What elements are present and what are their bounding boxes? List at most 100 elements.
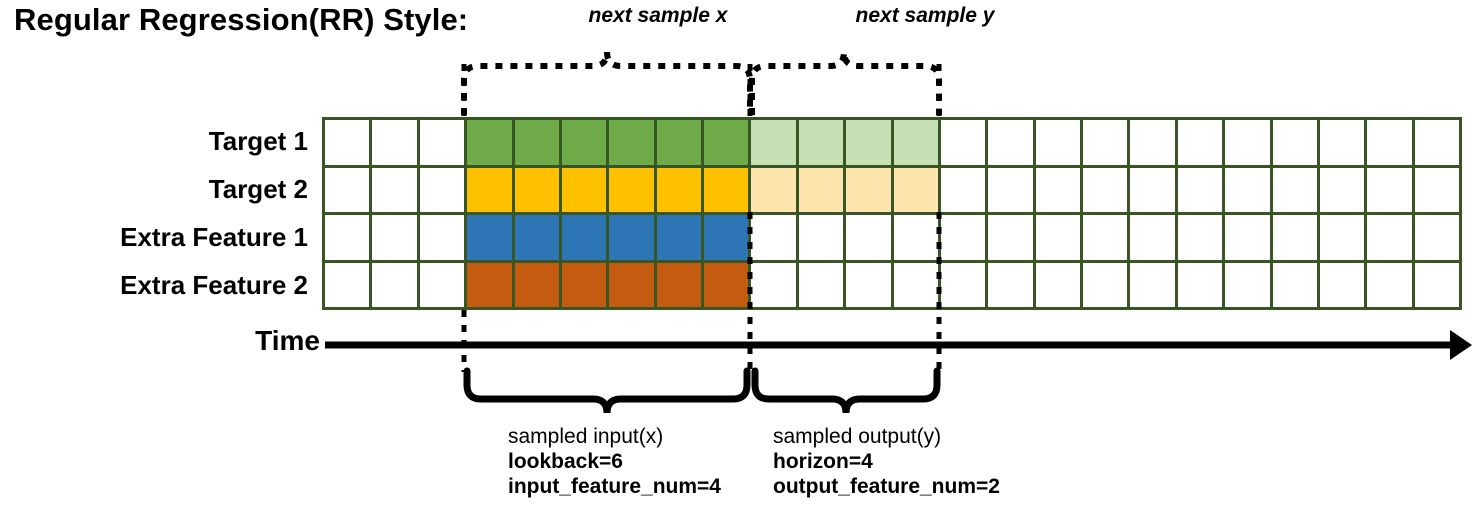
- grid-cell-r3-c8: [656, 215, 701, 260]
- grid-cell-r1-c18: [1130, 120, 1175, 165]
- grid-cell-r1-c6: [561, 120, 607, 165]
- grid-cell-r2-c5: [514, 167, 559, 212]
- caption-sampled-output-line-1: sampled output(y): [773, 425, 942, 448]
- grid-cell-r4-c7: [609, 262, 654, 307]
- grid-cell-r3-c22: [1319, 215, 1365, 260]
- grid-cell-r2-c4: [467, 167, 512, 212]
- grid-cell-r1-c22: [1319, 120, 1365, 165]
- grid-cell-r1-c23: [1367, 120, 1412, 165]
- grid-cell-r3-c12: [846, 215, 891, 260]
- grid-cell-r1-c14: [940, 120, 986, 165]
- grid-cell-r1-c21: [1272, 120, 1317, 165]
- grid-cell-r4-c11: [798, 262, 844, 307]
- grid-cell-r3-c15: [988, 215, 1033, 260]
- grid-cell-r3-c2: [372, 215, 417, 260]
- caption-sampled-input-line-2: lookback=6: [508, 450, 623, 473]
- grid-cell-r4-c20: [1225, 262, 1270, 307]
- grid-cell-r3-c17: [1083, 215, 1128, 260]
- grid-cell-r1-c10: [751, 120, 796, 165]
- grid-cell-r1-c1: [325, 120, 370, 165]
- grid-cell-r2-c12: [846, 167, 891, 212]
- brace-bottom-sampled-input: [463, 367, 751, 414]
- grid-cell-r1-c4: [467, 120, 512, 165]
- grid-cell-r2-c2: [372, 167, 417, 212]
- grid-cell-r4-c6: [561, 262, 607, 307]
- grid-cell-r2-c7: [609, 167, 654, 212]
- grid-cell-r1-c13: [893, 120, 938, 165]
- grid-cell-r3-c24: [1414, 215, 1459, 260]
- grid-cell-r4-c19: [1177, 262, 1223, 307]
- caption-sampled-output-line-3: output_feature_num=2: [773, 475, 1000, 498]
- grid-cell-r2-c3: [419, 167, 465, 212]
- grid-cell-r3-c14: [940, 215, 986, 260]
- grid-cell-r1-c11: [798, 120, 844, 165]
- caption-sampled-input: sampled input(x) lookback=6 input_featur…: [508, 424, 721, 499]
- grid-cell-r4-c21: [1272, 262, 1317, 307]
- grid-cell-r2-c8: [656, 167, 701, 212]
- grid-cell-r3-c16: [1035, 215, 1080, 260]
- caption-sampled-input-line-3: input_feature_num=4: [508, 475, 721, 498]
- caption-sampled-input-line-1: sampled input(x): [508, 425, 664, 448]
- grid-cell-r1-c2: [372, 120, 417, 165]
- row-label-extra-feature-1: Extra Feature 1: [120, 222, 308, 252]
- grid-cell-r2-c11: [798, 167, 844, 212]
- row-label-target-1: Target 1: [208, 126, 308, 156]
- grid-cell-r2-c19: [1177, 167, 1223, 212]
- grid-cell-r3-c18: [1130, 215, 1175, 260]
- grid-cell-r1-c7: [609, 120, 654, 165]
- grid-cell-r4-c5: [514, 262, 559, 307]
- grid-cell-r4-c24: [1414, 262, 1459, 307]
- grid-cell-r3-c5: [514, 215, 559, 260]
- brace-top-next-sample-x: [461, 51, 753, 115]
- row-label-target-2: Target 2: [208, 174, 308, 204]
- time-axis-arrow: [325, 330, 1472, 360]
- grid-cell-r2-c10: [751, 167, 796, 212]
- grid-cell-r4-c14: [940, 262, 986, 307]
- grid-cell-r3-c11: [798, 215, 844, 260]
- grid-cell-r4-c18: [1130, 262, 1175, 307]
- brace-bottom-sampled-output: [751, 367, 941, 414]
- grid-cell-r2-c17: [1083, 167, 1128, 212]
- grid-cell-r2-c22: [1319, 167, 1365, 212]
- grid-cell-r3-c10: [751, 215, 796, 260]
- caption-sampled-output-line-2: horizon=4: [773, 450, 873, 473]
- grid-cell-r4-c15: [988, 262, 1033, 307]
- grid-cell-r4-c10: [751, 262, 796, 307]
- grid-cell-r1-c15: [988, 120, 1033, 165]
- grid-cell-r3-c7: [609, 215, 654, 260]
- grid-cell-r1-c12: [846, 120, 891, 165]
- grid-cell-r3-c4: [467, 215, 512, 260]
- grid-cell-r1-c8: [656, 120, 701, 165]
- grid-cell-r1-c16: [1035, 120, 1080, 165]
- grid-cell-r4-c9: [704, 262, 749, 307]
- grid-cell-r4-c3: [419, 262, 465, 307]
- brace-label-next-sample-y: next sample y: [855, 4, 995, 27]
- grid-cell-r1-c3: [419, 120, 465, 165]
- grid-cell-r2-c21: [1272, 167, 1317, 212]
- grid-cell-r4-c23: [1367, 262, 1412, 307]
- caption-sampled-output: sampled output(y) horizon=4 output_featu…: [773, 424, 1000, 499]
- grid-cell-r3-c6: [561, 215, 607, 260]
- grid-cell-r4-c17: [1083, 262, 1128, 307]
- grid-cell-r4-c12: [846, 262, 891, 307]
- grid-cell-r1-c5: [514, 120, 559, 165]
- grid-cell-r3-c1: [325, 215, 370, 260]
- grid-cell-r3-c9: [704, 215, 749, 260]
- timeseries-grid: [322, 117, 1462, 310]
- grid-cell-r4-c22: [1319, 262, 1365, 307]
- grid-cell-r3-c23: [1367, 215, 1412, 260]
- grid-cell-r3-c3: [419, 215, 465, 260]
- grid-cell-r2-c18: [1130, 167, 1175, 212]
- grid-cell-r2-c1: [325, 167, 370, 212]
- grid-cell-r3-c21: [1272, 215, 1317, 260]
- grid-cell-r2-c20: [1225, 167, 1270, 212]
- grid-cell-r2-c23: [1367, 167, 1412, 212]
- grid-cell-r2-c13: [893, 167, 938, 212]
- time-axis-label: Time: [255, 325, 320, 356]
- grid-cell-r1-c20: [1225, 120, 1270, 165]
- grid-cell-r3-c13: [893, 215, 938, 260]
- grid-cell-r3-c19: [1177, 215, 1223, 260]
- grid-cell-r2-c16: [1035, 167, 1080, 212]
- grid-cell-r4-c2: [372, 262, 417, 307]
